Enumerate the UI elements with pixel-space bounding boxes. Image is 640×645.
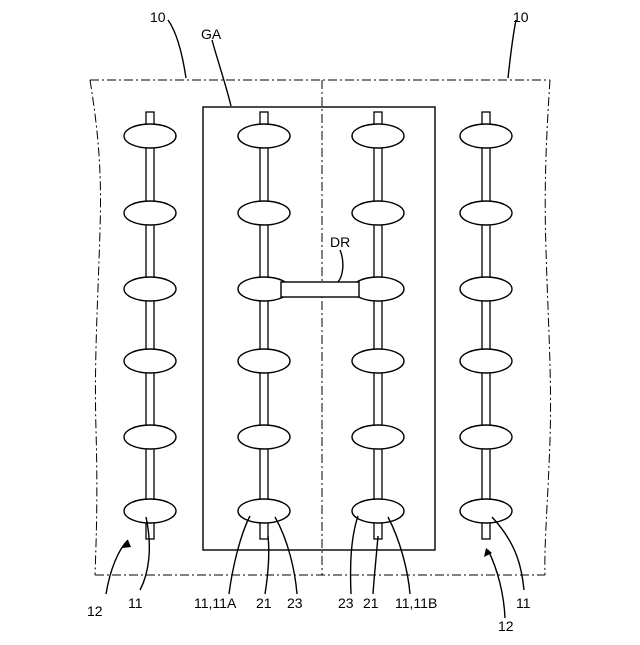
electrode-pad-c1-r1	[124, 124, 176, 148]
electrode-stem-2	[260, 112, 268, 539]
electrode-stem-4	[482, 112, 490, 539]
electrode-pad-c1-r6	[124, 499, 176, 523]
leader-23-col3	[351, 516, 358, 594]
leader-12-right	[488, 550, 505, 618]
electrode-pad-c1-r4	[124, 349, 176, 373]
wafer-right-boundary	[545, 80, 551, 575]
electrode-pad-c4-r5	[460, 425, 512, 449]
leader-10-right	[508, 20, 516, 78]
leader-11-col4	[492, 517, 524, 590]
leader-ga	[212, 40, 231, 106]
leader-11-col1	[140, 517, 149, 590]
label-11-11a: 11,11A	[194, 595, 237, 611]
electrode-pad-c3-r2	[352, 201, 404, 225]
label-10-left: 10	[150, 9, 166, 25]
electrode-pad-c3-r5	[352, 425, 404, 449]
electrode-columns	[124, 112, 512, 539]
electrode-pad-c4-r1	[460, 124, 512, 148]
label-12-right: 12	[498, 618, 514, 634]
electrode-pad-c3-r3	[352, 277, 404, 301]
electrode-pad-c4-r4	[460, 349, 512, 373]
label-ga: GA	[201, 26, 222, 42]
label-12-left: 12	[87, 603, 103, 619]
label-21-col3: 21	[363, 595, 379, 611]
electrode-pad-c1-r2	[124, 201, 176, 225]
label-11-col4: 11	[516, 595, 531, 611]
leader-dr	[338, 250, 343, 282]
label-21-col2: 21	[256, 595, 272, 611]
electrode-pad-c4-r2	[460, 201, 512, 225]
electrode-pad-c4-r3	[460, 277, 512, 301]
label-10-right: 10	[513, 9, 529, 25]
electrode-pad-c2-r2	[238, 201, 290, 225]
electrode-stem-1	[146, 112, 154, 539]
label-11-col1: 11	[128, 595, 143, 611]
electrode-pad-c2-r1	[238, 124, 290, 148]
electrode-pad-c2-r6	[238, 499, 290, 523]
label-dr: DR	[330, 234, 350, 250]
electrode-pad-c3-r1	[352, 124, 404, 148]
bridge-dr	[281, 282, 359, 297]
region-ga-rect	[203, 107, 435, 550]
leader-10-left	[168, 20, 186, 78]
electrode-pad-c2-r4	[238, 349, 290, 373]
electrode-pad-c3-r4	[352, 349, 404, 373]
wafer-left-boundary	[90, 80, 101, 575]
leader-21-col2	[265, 536, 269, 594]
leader-21-col3	[373, 536, 378, 594]
electrode-pad-c1-r3	[124, 277, 176, 301]
electrode-pad-c1-r5	[124, 425, 176, 449]
electrode-pad-c2-r5	[238, 425, 290, 449]
leader-23-col2	[275, 517, 297, 594]
leader-12-left	[106, 540, 128, 594]
leader-11a	[229, 516, 250, 594]
leader-11b	[388, 517, 410, 594]
label-23-col3: 23	[338, 595, 354, 611]
electrode-stem-3	[374, 112, 382, 539]
electrode-pad-c3-r6	[352, 499, 404, 523]
electrode-pad-c4-r6	[460, 499, 512, 523]
label-11-11b: 11,11B	[395, 595, 437, 611]
label-23-col2: 23	[287, 595, 303, 611]
